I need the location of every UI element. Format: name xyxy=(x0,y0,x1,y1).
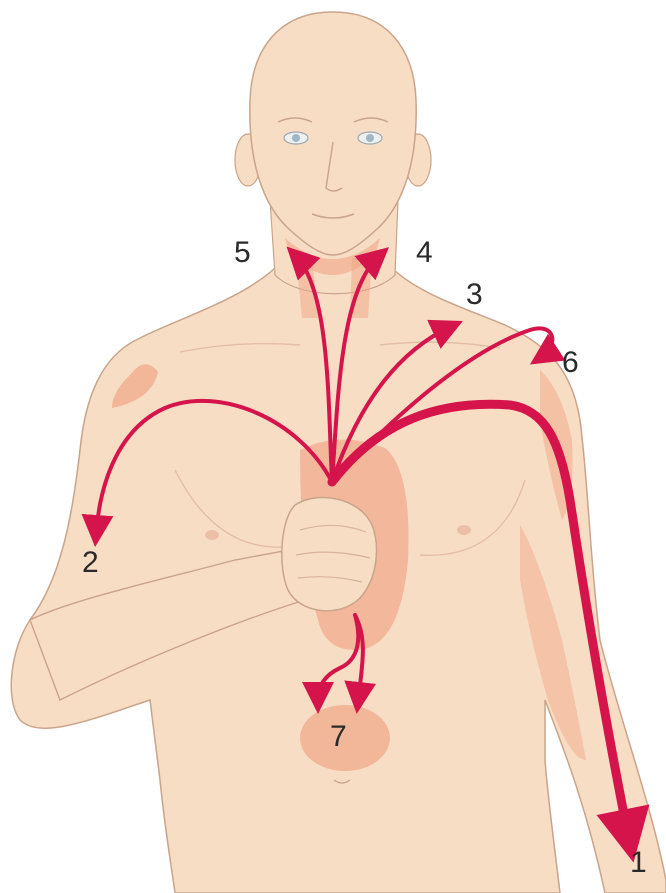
left-nipple xyxy=(205,530,219,540)
label-1: 1 xyxy=(630,848,647,878)
label-2: 2 xyxy=(82,548,99,578)
label-5: 5 xyxy=(234,238,251,268)
label-3: 3 xyxy=(466,280,483,310)
label-6: 6 xyxy=(562,348,579,378)
right-nipple xyxy=(457,525,471,535)
fist xyxy=(282,498,377,611)
right-iris xyxy=(366,134,374,142)
left-iris xyxy=(292,134,300,142)
label-7: 7 xyxy=(330,722,347,752)
label-4: 4 xyxy=(416,238,433,268)
